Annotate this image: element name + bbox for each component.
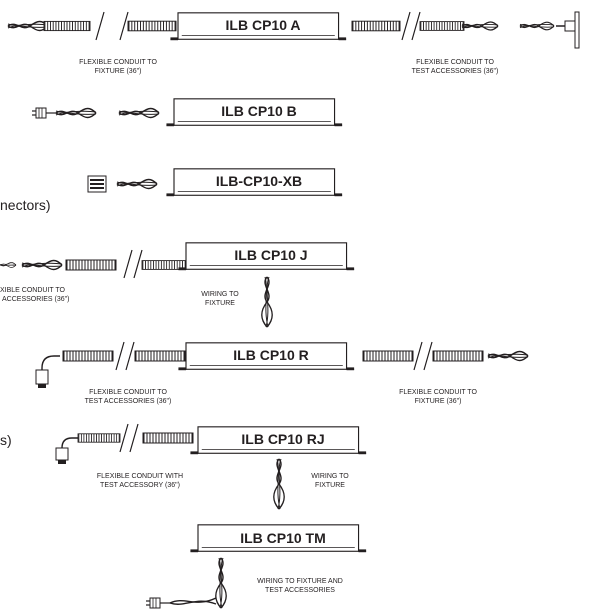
wire-twist-icon <box>273 458 285 510</box>
caption: FIXTURE (36") <box>95 68 142 75</box>
model-xb: ILB-CP10-XB nectors) <box>0 168 343 213</box>
caption: WIRING TO FIXTURE AND <box>257 578 343 585</box>
wire-twist-icon <box>487 350 529 362</box>
model-label: ILB CP10 TM <box>240 530 326 546</box>
conduit-segment <box>351 20 401 32</box>
wire-twist-icon <box>0 261 17 269</box>
caption: TEST ACCESSORIES <box>265 587 335 594</box>
caption: TEST ACCESSORIES (36") <box>85 398 172 405</box>
wire-twist-icon <box>55 107 97 119</box>
caption: XIBLE CONDUIT TO <box>0 287 66 294</box>
caption: FLEXIBLE CONDUIT TO <box>79 59 157 66</box>
break-mark <box>125 341 135 371</box>
break-mark <box>119 11 129 41</box>
caption: FLEXIBLE CONDUIT WITH <box>97 473 183 480</box>
model-rj: s) ILB CP10 RJ FLEXIBLE CONDUIT WITH TES… <box>0 423 367 510</box>
model-label: ILB CP10 B <box>221 103 296 119</box>
caption: TEST ACCESSORIES (36") <box>412 68 499 75</box>
wire-twist-icon <box>115 178 159 190</box>
caption: FLEXIBLE CONDUIT TO <box>399 389 477 396</box>
elbow-connector-icon <box>41 355 60 384</box>
plug-icon <box>145 597 171 609</box>
caption: ACCESSORIES (36") <box>2 296 69 303</box>
conduit-segment <box>77 433 121 443</box>
model-j: ILB CP10 J XIBLE CONDUIT TO ACCESSORIES … <box>0 242 355 328</box>
break-mark <box>413 341 423 371</box>
break-mark <box>129 423 139 453</box>
test-switch-icon <box>574 11 580 49</box>
conduit-segment <box>62 350 114 362</box>
wire-twist-icon <box>21 259 63 271</box>
model-label: ILB CP10 J <box>234 247 307 263</box>
wire-twist-icon <box>461 21 499 31</box>
break-mark <box>423 341 433 371</box>
conduit-segment <box>65 259 117 271</box>
break-mark <box>133 249 143 279</box>
conduit-segment <box>419 21 465 31</box>
conduit-segment <box>134 350 186 362</box>
conduit-segment <box>127 20 177 32</box>
edge-text: s) <box>0 432 12 448</box>
model-label: ILB CP10 A <box>226 17 301 33</box>
conduit-segment <box>362 350 414 362</box>
caption: FIXTURE <box>315 482 345 489</box>
wire-twist-icon <box>7 20 49 32</box>
caption: FIXTURE <box>205 300 235 307</box>
break-mark <box>123 249 133 279</box>
model-label: ILB CP10 R <box>233 347 308 363</box>
wire-twist-icon <box>260 276 274 328</box>
wire-twist-icon <box>214 557 228 609</box>
plug-icon <box>31 107 57 119</box>
wire-twist-icon <box>519 21 555 31</box>
caption: WIRING TO <box>311 473 349 480</box>
model-tm: ILB CP10 TM WIRING TO FIXTURE AND TEST A… <box>145 524 367 609</box>
model-r: ILB CP10 R FLEXIBLE CONDUIT TO TEST ACCE… <box>35 341 529 405</box>
break-mark <box>401 11 411 41</box>
break-mark <box>95 11 105 41</box>
caption: TEST ACCESSORY (36") <box>100 482 180 489</box>
caption: FLEXIBLE CONDUIT TO <box>416 59 494 66</box>
caption: FLEXIBLE CONDUIT TO <box>89 389 167 396</box>
model-b: ILB CP10 B <box>31 98 343 127</box>
edge-text: nectors) <box>0 197 51 213</box>
model-label: ILB CP10 RJ <box>241 431 324 447</box>
conduit-segment <box>43 20 91 32</box>
conduit-segment <box>432 350 484 362</box>
wire-twist-icon <box>117 107 161 119</box>
break-mark <box>115 341 125 371</box>
model-label: ILB-CP10-XB <box>216 173 302 189</box>
model-a: ILB CP10 A FLEXIBLE CONDUIT TO FIXTURE (… <box>7 11 580 75</box>
caption: FIXTURE (36") <box>415 398 462 405</box>
break-mark <box>411 11 421 41</box>
conduit-segment <box>142 432 194 444</box>
break-mark <box>119 423 129 453</box>
caption: WIRING TO <box>201 291 239 298</box>
